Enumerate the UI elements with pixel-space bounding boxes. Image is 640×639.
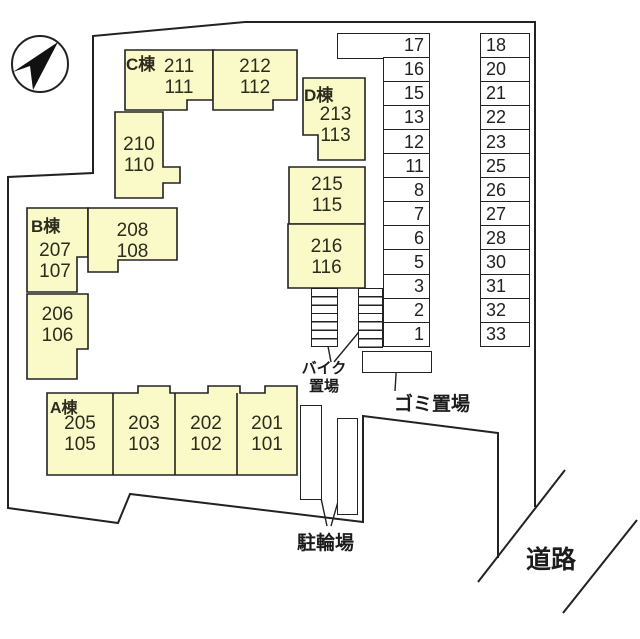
parking-space: 25 bbox=[480, 153, 530, 179]
unit-205-numbers: 205 105 bbox=[64, 413, 96, 455]
parking-left-column: 17 16 15 13 12 11 8 7 6 5 3 2 1 bbox=[337, 33, 430, 348]
parking-space: 16 bbox=[383, 57, 430, 83]
parking-space-number: 5 bbox=[413, 251, 424, 272]
parking-space-number: 16 bbox=[403, 59, 424, 80]
parking-space: 7 bbox=[383, 201, 430, 228]
parking-space: 26 bbox=[480, 177, 530, 203]
compass-north-icon bbox=[11, 35, 69, 93]
parking-space-number: 25 bbox=[486, 155, 507, 176]
building-c-unit-212-shape bbox=[212, 49, 298, 111]
parking-space-number: 30 bbox=[486, 251, 507, 272]
parking-space: 22 bbox=[480, 105, 530, 131]
parking-space: 32 bbox=[480, 297, 530, 324]
compass-circle bbox=[11, 35, 69, 93]
parking-space-number: 8 bbox=[413, 179, 424, 200]
unit-202-numbers: 202 102 bbox=[190, 413, 222, 455]
parking-space: 18 bbox=[480, 33, 530, 59]
unit-211-numbers: 211 111 bbox=[163, 56, 195, 98]
parking-space: 17 bbox=[337, 33, 430, 59]
parking-space-number: 1 bbox=[413, 323, 424, 344]
bike-area-label: バイク 置場 bbox=[301, 360, 347, 395]
parking-space-number: 20 bbox=[486, 59, 507, 80]
unit-210-numbers: 210 110 bbox=[123, 134, 155, 176]
unit-206-numbers: 206 106 bbox=[41, 304, 74, 346]
unit-208-numbers: 208 108 bbox=[116, 220, 149, 262]
parking-space: 31 bbox=[480, 273, 530, 300]
parking-space: 15 bbox=[383, 81, 430, 107]
parking-right-column: 18 20 21 22 23 25 26 27 28 30 31 32 33 bbox=[480, 33, 530, 348]
building-c-label: C棟 bbox=[126, 55, 156, 74]
parking-space-number: 26 bbox=[486, 179, 507, 200]
parking-space: 13 bbox=[383, 105, 430, 131]
site-boundary-line bbox=[7, 21, 536, 558]
bike-rack bbox=[311, 288, 338, 347]
parking-space-number: 27 bbox=[486, 203, 507, 224]
parking-space-number: 3 bbox=[413, 275, 424, 296]
parking-space: 1 bbox=[383, 321, 430, 348]
bicycle-area-label: 駐輪場 bbox=[297, 533, 355, 554]
unit-212-numbers: 212 112 bbox=[239, 56, 271, 98]
road-edge-line bbox=[562, 519, 638, 614]
unit-203-numbers: 203 103 bbox=[128, 413, 160, 455]
building-a-label: A棟 bbox=[50, 400, 78, 417]
parking-space-number: 6 bbox=[413, 227, 424, 248]
parking-space-number: 21 bbox=[486, 83, 507, 104]
unit-215-numbers: 215 115 bbox=[311, 174, 343, 216]
parking-space-number: 12 bbox=[403, 131, 424, 152]
parking-space-number: 2 bbox=[413, 299, 424, 320]
parking-space: 12 bbox=[383, 129, 430, 155]
parking-space: 6 bbox=[383, 225, 430, 252]
parking-space-number: 11 bbox=[405, 155, 424, 176]
parking-space: 2 bbox=[383, 297, 430, 324]
bicycle-parking-stand bbox=[337, 418, 358, 515]
building-d-unit-213-shape bbox=[302, 77, 366, 161]
building-d-label: D棟 bbox=[304, 86, 334, 105]
building-c-unit-210-shape bbox=[114, 111, 181, 199]
garbage-area-label: ゴミ置場 bbox=[394, 394, 471, 415]
road-edge-line bbox=[477, 469, 566, 583]
parking-space: 11 bbox=[383, 153, 430, 179]
parking-space: 3 bbox=[383, 273, 430, 300]
parking-space-number: 22 bbox=[486, 107, 507, 128]
parking-space-number: 7 bbox=[413, 203, 424, 224]
parking-space: 5 bbox=[383, 249, 430, 276]
building-b-unit-208-shape bbox=[87, 207, 178, 273]
parking-space: 27 bbox=[480, 201, 530, 228]
parking-space-number: 31 bbox=[486, 275, 507, 296]
building-a-unit-dividers bbox=[112, 393, 238, 475]
building-b-label: B棟 bbox=[31, 217, 61, 236]
parking-space-number: 13 bbox=[403, 107, 424, 128]
bicycle-parking-stand bbox=[300, 405, 322, 500]
parking-space: 28 bbox=[480, 225, 530, 252]
parking-space: 23 bbox=[480, 129, 530, 155]
parking-space-number: 18 bbox=[486, 35, 507, 56]
garbage-area-box bbox=[362, 351, 432, 373]
parking-space: 30 bbox=[480, 249, 530, 276]
road-label: 道路 bbox=[526, 546, 577, 574]
parking-space: 21 bbox=[480, 81, 530, 107]
parking-space: 33 bbox=[480, 321, 530, 348]
building-a-outline-shape bbox=[46, 385, 298, 476]
bike-rack bbox=[358, 288, 383, 348]
parking-space: 20 bbox=[480, 57, 530, 83]
unit-207-numbers: 207 107 bbox=[39, 240, 71, 282]
building-b-unit-206-shape bbox=[26, 293, 89, 380]
parking-space-number: 33 bbox=[486, 323, 507, 344]
parking-space-number: 32 bbox=[486, 299, 507, 320]
parking-space-number: 28 bbox=[486, 227, 507, 248]
parking-space: 8 bbox=[383, 177, 430, 203]
parking-space-number: 15 bbox=[403, 83, 424, 104]
parking-space-number: 17 bbox=[403, 35, 424, 56]
parking-space-number: 23 bbox=[486, 131, 507, 152]
compass-needle bbox=[13, 42, 58, 90]
unit-216-numbers: 216 116 bbox=[310, 236, 343, 278]
unit-201-numbers: 201 101 bbox=[251, 413, 283, 455]
unit-213-numbers: 213 113 bbox=[319, 104, 352, 146]
